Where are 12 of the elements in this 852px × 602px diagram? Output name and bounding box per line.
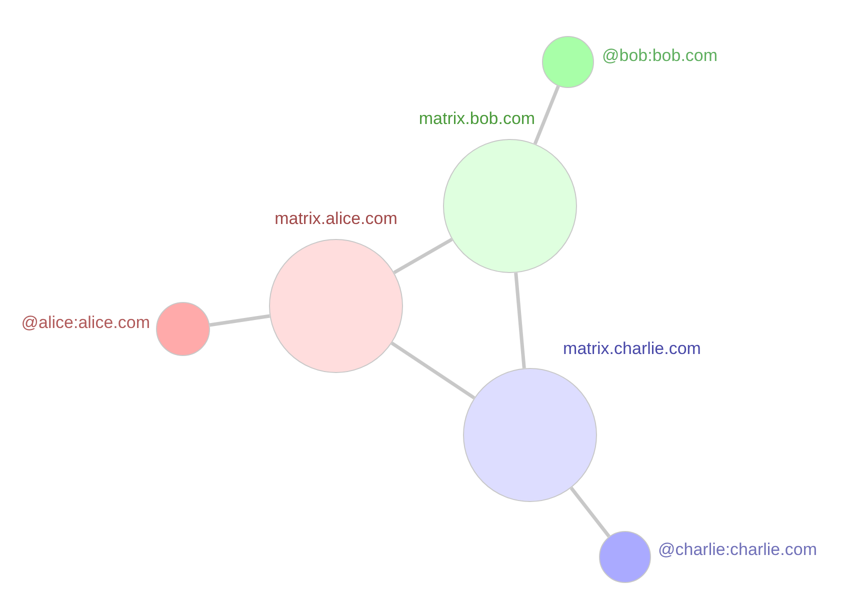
node-label: @bob:bob.com bbox=[602, 46, 718, 66]
connector-line bbox=[514, 272, 526, 368]
connector-line bbox=[209, 314, 270, 327]
node-label: @charlie:charlie.com bbox=[658, 540, 817, 560]
node-label: matrix.charlie.com bbox=[563, 339, 701, 359]
node-label: matrix.alice.com bbox=[274, 209, 398, 229]
node-label: matrix.bob.com bbox=[418, 109, 536, 129]
connector-line bbox=[570, 486, 610, 538]
node-label: @alice:alice.com bbox=[21, 313, 150, 333]
connector-line bbox=[390, 342, 476, 400]
connector-line bbox=[533, 85, 560, 144]
connector-line bbox=[393, 238, 453, 274]
